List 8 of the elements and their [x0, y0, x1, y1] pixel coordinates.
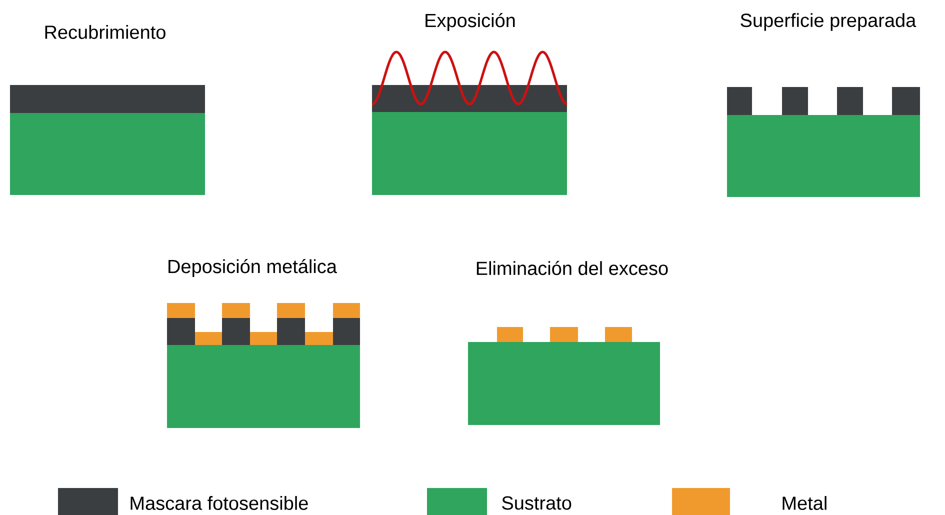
- legend-label: Sustrato: [502, 496, 572, 510]
- legend-label: Mascara fotosensible: [130, 496, 308, 510]
- step-heading: Deposición metálica: [168, 259, 337, 277]
- legend-label: Metal: [782, 496, 826, 510]
- step-heading: Recubrimiento: [45, 25, 166, 39]
- step-heading: Eliminación del exceso: [476, 260, 668, 276]
- step-heading: Superficie preparada: [740, 13, 916, 31]
- step-heading: Exposición: [426, 13, 515, 31]
